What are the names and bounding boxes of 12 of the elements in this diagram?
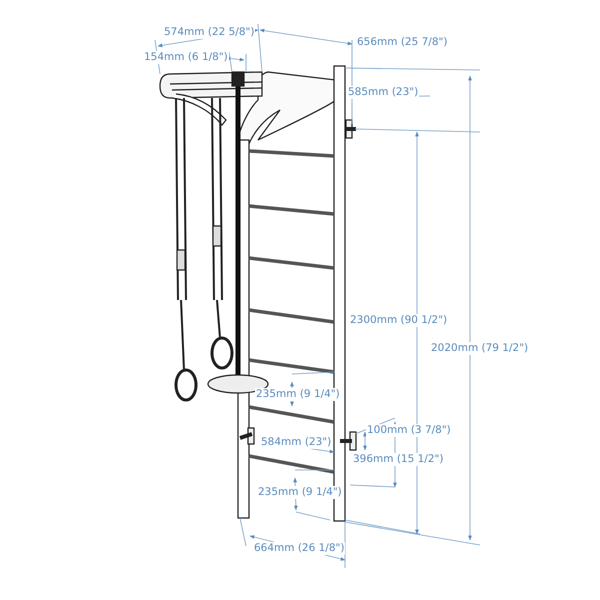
dimension-label: 235mm (9 1/4") [257,486,343,499]
dimension-label: 574mm (22 5/8") [163,26,256,39]
dimension-label: 235mm (9 1/4") [255,388,341,401]
dimension-label: 2300mm (90 1/2") [349,314,448,327]
dimension-label: 396mm (15 1/2") [352,453,444,466]
dimension-label: 584mm (23") [260,436,332,449]
dimension-label: 585mm (23") [347,86,420,99]
dimension-label: 154mm (6 1/8") [143,51,229,64]
dimension-label: 100mm (3 7/8") [366,424,452,437]
dimension-label: 2020mm (79 1/2") [430,342,530,355]
dimension-label: 664mm (26 1/8") [253,542,346,555]
dimension-label: 656mm (25 7/8") [356,36,448,49]
